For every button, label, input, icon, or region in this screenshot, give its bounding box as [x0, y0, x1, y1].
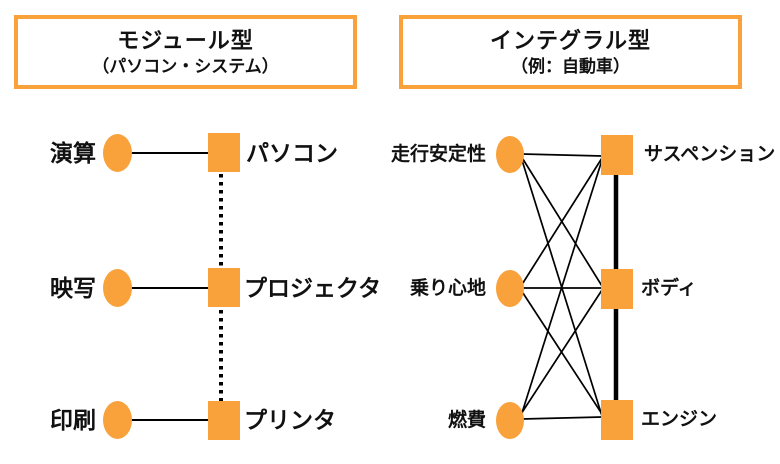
function-node-ellipse: [496, 136, 524, 173]
integral-panel-title: インテグラル型: [489, 27, 651, 53]
component-node-square: [208, 268, 240, 307]
function-label-enzan: 演算: [50, 140, 96, 166]
function-label-insatsu: 印刷: [50, 407, 96, 433]
function-node-ellipse: [103, 269, 132, 307]
component-node-square: [208, 401, 240, 440]
modular-panel-title: モジュール型: [117, 27, 254, 53]
mesh-link-3-3: [521, 416, 603, 420]
modular-links: [130, 152, 223, 421]
integral-panel-subtitle: （例：自動車）: [511, 56, 630, 76]
component-node-square: [601, 400, 633, 440]
modular-panel-header: モジュール型 （パソコン・システム）: [14, 15, 357, 89]
component-label-projector: プロジェクタ: [244, 275, 382, 301]
component-node-square: [601, 269, 633, 309]
mesh-link-1-1: [521, 153, 603, 157]
function-node-ellipse: [496, 402, 524, 439]
component-label-suspension: サスペンション: [644, 144, 776, 165]
function-label-eisha: 映写: [50, 275, 96, 301]
function-node-ellipse: [496, 270, 524, 307]
function-label-norigokochi: 乗り心地: [409, 278, 486, 299]
function-node-ellipse: [103, 401, 132, 439]
component-label-printer: プリンタ: [244, 407, 336, 433]
integral-links: [520, 153, 619, 420]
function-label-sokoanteisei: 走行安定性: [390, 144, 486, 165]
mesh-link-2-1: [520, 157, 603, 287]
component-label-body: ボディ: [641, 278, 697, 299]
component-label-engine: エンジン: [641, 409, 718, 430]
modular-panel-subtitle: （パソコン・システム）: [92, 56, 279, 76]
integral-panel-header: インテグラル型 （例：自動車）: [399, 15, 742, 89]
function-node-ellipse: [103, 134, 132, 172]
component-label-pasokon: パソコン: [246, 140, 338, 166]
mesh-link-3-1: [520, 159, 603, 417]
mesh-link-3-2: [520, 289, 603, 415]
function-label-nenpi: 燃費: [447, 410, 486, 431]
component-node-square: [208, 133, 240, 172]
component-node-square: [601, 135, 633, 175]
